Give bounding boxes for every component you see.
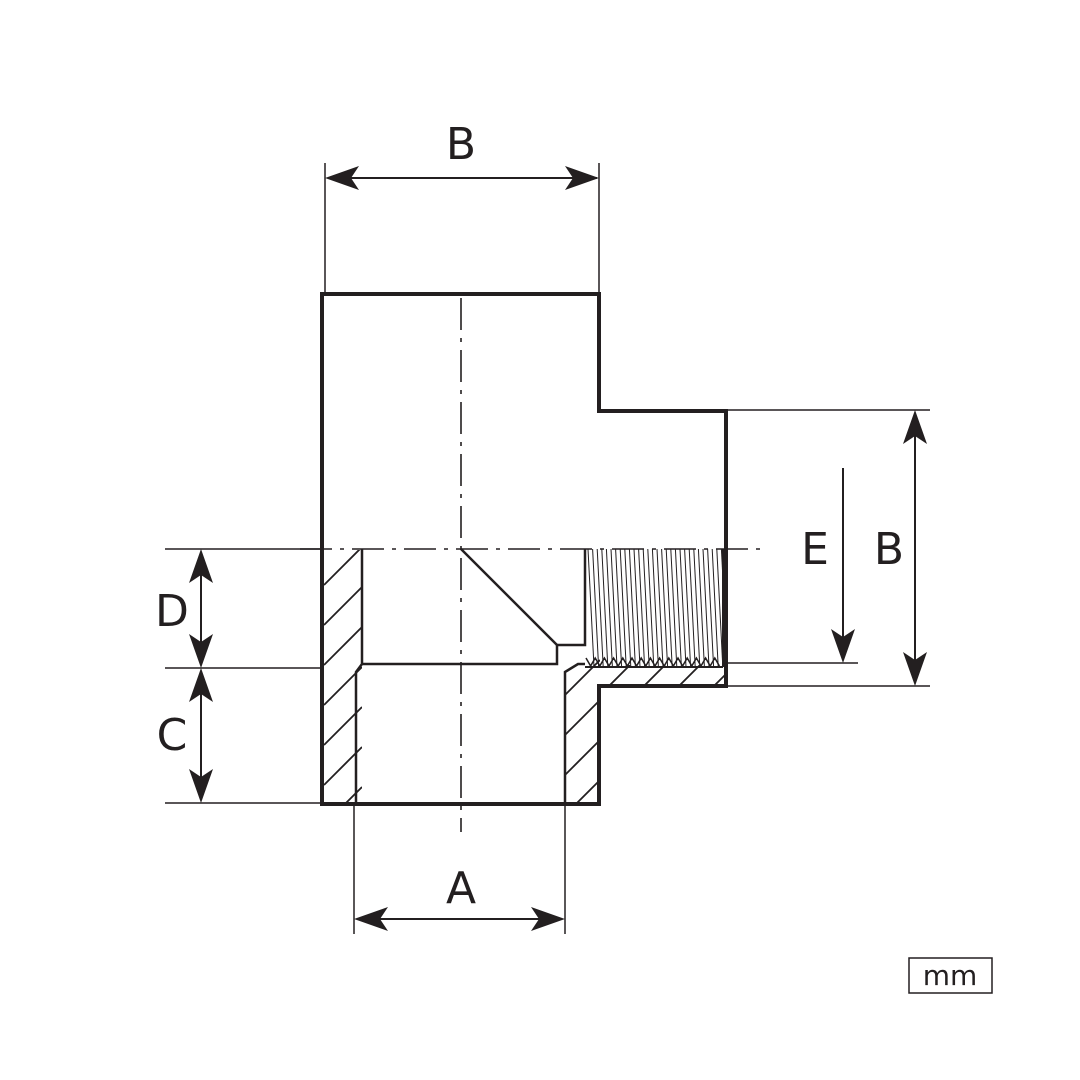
- arrow-right: [565, 166, 599, 190]
- unit-box-frame: [908, 957, 993, 994]
- thread-line: [711, 549, 719, 667]
- arrow-left: [354, 907, 388, 931]
- thread-line: [716, 549, 723, 667]
- arrow-up: [189, 549, 213, 583]
- thread-line: [638, 549, 646, 667]
- thread-line: [707, 549, 715, 667]
- left-inner-wall: [354, 549, 364, 802]
- label-socket-depth: C: [157, 710, 188, 761]
- thread-line: [670, 549, 678, 667]
- thread-line: [633, 549, 641, 667]
- thread-line: [624, 549, 632, 667]
- bore-cone-line: [460, 548, 558, 646]
- thread-line: [605, 549, 613, 667]
- thread-pattern: [587, 549, 723, 667]
- thread-line: [601, 549, 609, 667]
- thread-line: [596, 549, 604, 667]
- arrow-right: [531, 907, 565, 931]
- arrow-up: [189, 668, 213, 702]
- thread-line: [674, 549, 682, 667]
- thread-line: [656, 549, 664, 667]
- thread-line: [679, 549, 687, 667]
- unit-box: mm: [908, 957, 993, 994]
- thread-line: [693, 549, 701, 667]
- arrow-left: [325, 166, 359, 190]
- thread-line: [647, 549, 655, 667]
- label-side-height: B: [874, 524, 904, 575]
- label-bore-width: A: [446, 863, 476, 914]
- arrow-down: [189, 769, 213, 803]
- thread-line: [651, 549, 659, 667]
- thread-line: [587, 549, 595, 667]
- thread-line: [610, 549, 618, 667]
- inner-bore: [362, 549, 587, 666]
- unit-label: mm: [923, 959, 978, 992]
- thread-line: [688, 549, 696, 667]
- center-lines: [300, 298, 760, 832]
- thread-teeth: [585, 656, 721, 668]
- fitting-body: [320, 292, 728, 806]
- thread-line: [684, 549, 692, 667]
- thread-line: [615, 549, 623, 667]
- thread-line: [642, 549, 650, 667]
- label-thread-depth: E: [801, 524, 829, 575]
- outer-outline: [320, 292, 728, 806]
- thread-line: [661, 549, 669, 667]
- thread-line: [697, 549, 705, 667]
- thread-line: [592, 549, 600, 667]
- arrow-down: [831, 629, 855, 663]
- thread-line: [628, 549, 636, 667]
- right-socket-wall: [563, 662, 585, 802]
- arrow-up: [903, 410, 927, 444]
- extension-lines: [165, 163, 930, 934]
- label-top-width: B: [446, 119, 476, 170]
- thread-line: [619, 549, 627, 667]
- thread-line: [702, 549, 710, 667]
- arrow-down: [903, 652, 927, 686]
- thread-line: [665, 549, 673, 667]
- right-wall-hatch: [565, 659, 600, 802]
- arrowheads: [189, 166, 927, 931]
- label-spigot-depth: D: [155, 586, 189, 637]
- arrow-down: [189, 634, 213, 668]
